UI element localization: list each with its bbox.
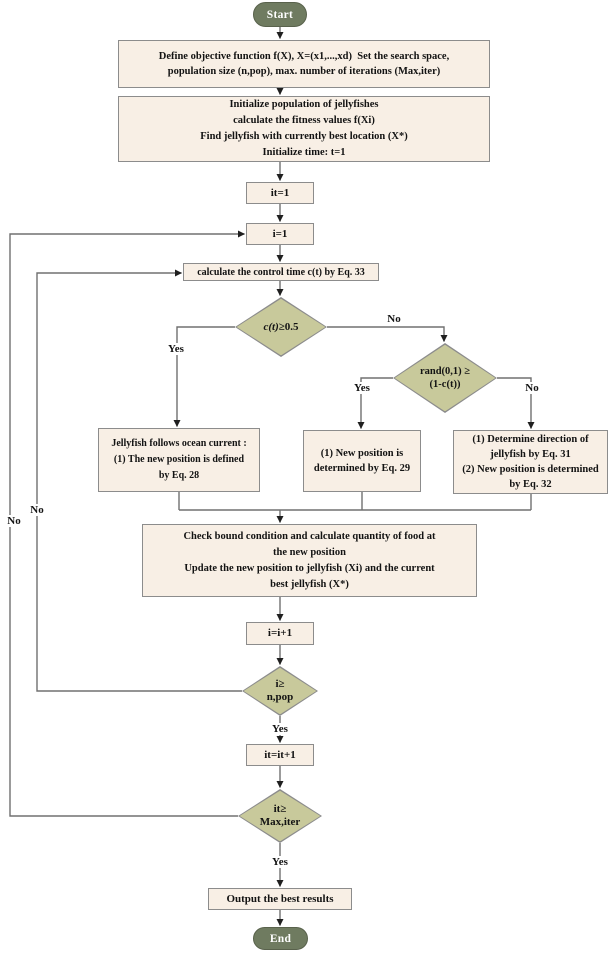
i-init-box: i=1 xyxy=(246,223,314,245)
output-label: Output the best results xyxy=(226,892,334,905)
edge-dct-yes-ocean xyxy=(173,326,235,427)
edge-drand-no-pos3132 xyxy=(497,377,535,429)
i-init-label: i=1 xyxy=(272,227,288,240)
label-npop-yes: Yes xyxy=(270,723,290,735)
initialize-population-box: Initialize population of jellyfishes cal… xyxy=(118,96,490,162)
label-ct-no: No xyxy=(385,313,403,325)
output-box: Output the best results xyxy=(208,888,352,910)
maxiter-decision: it≥ Max,iter xyxy=(238,789,322,843)
edge-drand-yes-pos29 xyxy=(357,377,393,429)
it-init-label: it=1 xyxy=(270,186,290,199)
label-rand-no: No xyxy=(523,382,541,394)
start-label: Start xyxy=(266,8,294,21)
edge-dct-no-drand xyxy=(327,326,448,342)
label-maxiter-no: No xyxy=(5,515,23,527)
end-terminator: End xyxy=(253,927,308,950)
edge-dnpop-no-ctrl xyxy=(36,269,242,692)
check-bound-box: Check bound condition and calculate quan… xyxy=(142,524,477,597)
start-terminator: Start xyxy=(253,2,307,27)
ct-rest-part: ≥0.5 xyxy=(278,320,299,333)
label-npop-no: No xyxy=(28,504,46,516)
it-increment-box: it=it+1 xyxy=(246,744,314,766)
control-time-box: calculate the control time c(t) by Eq. 3… xyxy=(183,263,379,281)
i-increment-box: i=i+1 xyxy=(246,622,314,645)
new-position-eq29-label: (1) New position is determined by Eq. 29 xyxy=(313,448,411,474)
direction-eq31-32-label: (1) Determine direction of jellyfish by … xyxy=(462,434,599,490)
direction-eq31-32-box: (1) Determine direction of jellyfish by … xyxy=(453,430,608,494)
rand-decision: rand(0,1) ≥ (1-c(t)) xyxy=(393,343,497,413)
ocean-current-box: Jellyfish follows ocean current : (1) Th… xyxy=(98,428,260,492)
npop-decision-label: i≥ n,pop xyxy=(266,678,294,703)
maxiter-decision-label: it≥ Max,iter xyxy=(259,803,301,828)
control-time-decision: c(t)≥0.5 xyxy=(235,297,327,357)
it-increment-label: it=it+1 xyxy=(264,748,296,761)
initialize-population-label: Initialize population of jellyfishes cal… xyxy=(200,99,408,158)
ocean-current-label: Jellyfish follows ocean current : (1) Th… xyxy=(111,438,247,481)
define-objective-label: Define objective function f(X), X=(x1,..… xyxy=(158,51,450,77)
i-increment-label: i=i+1 xyxy=(267,627,293,639)
check-bound-label: Check bound condition and calculate quan… xyxy=(183,530,436,590)
control-time-decision-label: c(t)≥0.5 xyxy=(235,297,327,357)
rand-decision-label: rand(0,1) ≥ (1-c(t)) xyxy=(419,366,471,390)
label-rand-yes: Yes xyxy=(352,382,372,394)
label-ct-yes: Yes xyxy=(166,343,186,355)
it-init-box: it=1 xyxy=(246,182,314,204)
npop-decision: i≥ n,pop xyxy=(242,666,318,716)
end-label: End xyxy=(269,932,292,945)
new-position-eq29-box: (1) New position is determined by Eq. 29 xyxy=(303,430,421,492)
ct-italic-part: c(t) xyxy=(263,320,279,333)
define-objective-box: Define objective function f(X), X=(x1,..… xyxy=(118,40,490,88)
control-time-label: calculate the control time c(t) by Eq. 3… xyxy=(197,266,365,278)
label-maxiter-yes: Yes xyxy=(270,856,290,868)
